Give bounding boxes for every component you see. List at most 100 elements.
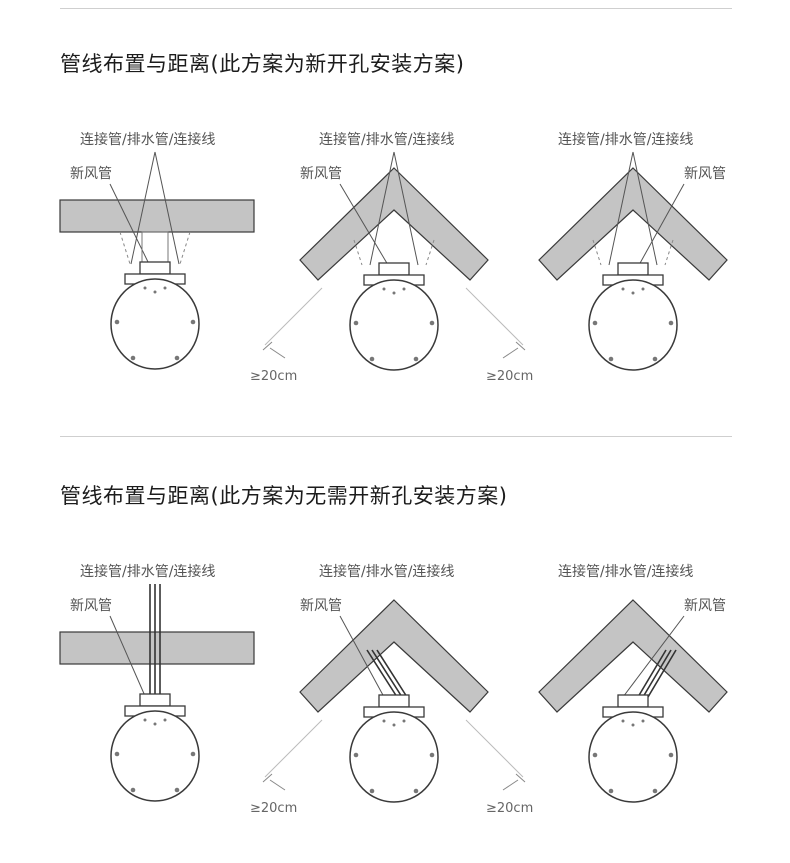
ceiling-slab (538, 599, 728, 713)
vent-dot (621, 719, 625, 723)
vent-dot (641, 287, 645, 291)
dim-tick (269, 779, 286, 791)
bolt-dot (174, 355, 180, 361)
guide-dashed (119, 231, 131, 265)
fresh-air-pointer (339, 615, 385, 698)
mounting-box (378, 262, 410, 276)
pipe-line (637, 649, 667, 698)
bolt-dot (608, 788, 614, 794)
unit-body (588, 279, 678, 371)
dimension-label-left: ≥20cm (250, 801, 297, 816)
bolt-dot (413, 356, 419, 362)
fresh-air-pointer (339, 183, 389, 266)
bolt-dot (369, 788, 375, 794)
vent-dot (621, 287, 625, 291)
unit-body (588, 711, 678, 803)
vent-dot (163, 286, 167, 290)
dim-line (264, 287, 323, 346)
guide-dashed (664, 239, 674, 266)
bolt-dot (190, 751, 196, 757)
unit-body (349, 711, 439, 803)
guide-dashed (425, 239, 435, 266)
vent-dot (402, 719, 406, 723)
pipe-label: 连接管/排水管/连接线 (80, 131, 215, 148)
pipe-line (632, 151, 658, 266)
vent-dot (153, 290, 157, 294)
mounting-box (139, 261, 171, 275)
bolt-dot (413, 788, 419, 794)
mounting-box (139, 693, 171, 707)
dim-tick (262, 773, 273, 783)
pipe-line (366, 649, 398, 698)
ceiling-slab (299, 167, 489, 281)
pipe-line (647, 649, 677, 698)
fresh-air-label: 新风管 (70, 166, 112, 182)
dim-line (264, 719, 323, 778)
unit-body (110, 278, 200, 370)
unit-body (349, 279, 439, 371)
bolt-dot (190, 319, 196, 325)
vent-dot (392, 723, 396, 727)
diagram-new-hole: 连接管/排水管/连接线新风管连接管/排水管/连接线新风管≥20cm≥20cm连接… (59, 131, 728, 384)
pipe-line (393, 151, 419, 266)
mounting-box (617, 262, 649, 276)
pipe-label: 连接管/排水管/连接线 (558, 563, 693, 580)
guide-dashed (353, 239, 363, 266)
bolt-dot (652, 788, 658, 794)
ceiling-slab (299, 599, 489, 713)
section-title-no-hole: 管线布置与距离(此方案为无需开新孔安装方案) (60, 484, 508, 508)
fresh-air-label: 新风管 (684, 598, 726, 614)
bolt-dot (130, 355, 136, 361)
pipe-line (369, 151, 395, 266)
ceiling-slab (59, 199, 255, 233)
dim-tick (502, 779, 519, 791)
bolt-dot (652, 356, 658, 362)
bolt-dot (353, 752, 359, 758)
pipe-line (371, 649, 403, 698)
pipe-line (130, 151, 156, 265)
dim-tick (515, 341, 526, 351)
fresh-air-label: 新风管 (684, 166, 726, 182)
pipe-line (642, 649, 672, 698)
bolt-dot (668, 320, 674, 326)
dim-tick (269, 347, 286, 359)
dim-tick (502, 347, 519, 359)
vent-dot (631, 291, 635, 295)
pipe-line (154, 151, 180, 265)
fresh-air-label: 新风管 (300, 598, 342, 614)
mounting-box (617, 694, 649, 708)
fresh-air-label: 新风管 (300, 166, 342, 182)
diagram-no-hole: 连接管/排水管/连接线新风管连接管/排水管/连接线新风管≥20cm≥20cm连接… (59, 563, 728, 816)
dimension-label-right: ≥20cm (486, 801, 533, 816)
dim-line (465, 287, 524, 346)
mounting-box (378, 694, 410, 708)
bolt-dot (608, 356, 614, 362)
vent-dot (631, 723, 635, 727)
bolt-dot (592, 320, 598, 326)
pipe-label: 连接管/排水管/连接线 (319, 131, 454, 148)
pipe-line (376, 649, 408, 698)
bolt-dot (114, 751, 120, 757)
vent-dot (163, 718, 167, 722)
unit-body (110, 710, 200, 802)
section-title-new-hole: 管线布置与距离(此方案为新开孔安装方案) (60, 52, 465, 76)
ceiling-slab (538, 167, 728, 281)
bolt-dot (592, 752, 598, 758)
fresh-air-pointer (622, 615, 685, 698)
vent-dot (382, 719, 386, 723)
vent-dot (143, 718, 147, 722)
top-divider (60, 8, 732, 9)
bolt-dot (174, 787, 180, 793)
vent-dot (143, 286, 147, 290)
guide-dashed (592, 239, 602, 266)
vent-dot (153, 722, 157, 726)
bolt-dot (353, 320, 359, 326)
pipe-label: 连接管/排水管/连接线 (80, 563, 215, 580)
pipe-label: 连接管/排水管/连接线 (319, 563, 454, 580)
dimension-label-right: ≥20cm (486, 369, 533, 384)
